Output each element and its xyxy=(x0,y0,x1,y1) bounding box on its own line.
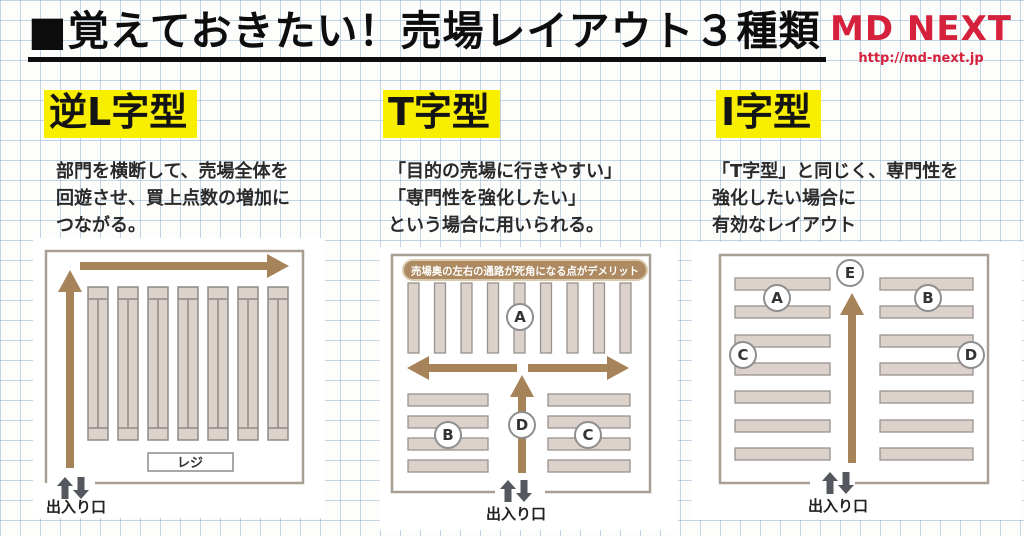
zone-label-a: A xyxy=(506,303,534,331)
flow-arrow-up-icon xyxy=(840,293,864,463)
diagram-i: E A B C D 出入り口 xyxy=(718,253,990,515)
desc-line: という場合に用いられる。 xyxy=(388,215,604,236)
demerit-banner-text: 売場奥の左右の通路が死角になる点がデメリット xyxy=(411,265,639,278)
diagram-reverse-l: レジ 出入り口 xyxy=(44,249,305,516)
svg-text:B: B xyxy=(442,426,453,444)
brand-url: http://md-next.jp xyxy=(858,51,984,66)
desc-line: 有効なレイアウト xyxy=(712,215,856,236)
desc-line: 「T字型」と同じく、専門性を xyxy=(712,161,959,182)
store-outline xyxy=(44,249,305,485)
demerit-banner xyxy=(402,259,648,281)
section-heading-i: I字型 xyxy=(716,90,822,138)
flow-arrow-right-icon xyxy=(528,356,629,380)
desc-line: つながる。 xyxy=(56,215,146,236)
flow-arrow-right-icon xyxy=(80,254,289,278)
zone-label-d: D xyxy=(957,341,985,369)
entrance-in-arrow-icon xyxy=(500,480,516,502)
section-desc-i: 「T字型」と同じく、専門性を 強化したい場合に 有効なレイアウト xyxy=(712,158,958,239)
section-heading-t: T字型 xyxy=(383,90,500,138)
desc-line: 回遊させ、買上点数の増加に xyxy=(56,188,290,209)
brand: MD NEXT http://md-next.jp xyxy=(830,12,1012,66)
section-heading-reverse-l: 逆L字型 xyxy=(44,90,198,138)
entrance-out-arrow-icon xyxy=(516,480,532,502)
page-title: ■覚えておきたい！売場レイアウト３種類 xyxy=(28,7,827,63)
diagram-i-panel: E A B C D 出入り口 xyxy=(692,242,1022,520)
zone-label-c: C xyxy=(729,341,757,369)
desc-line: 強化したい場合に xyxy=(712,188,856,209)
entrance-out-arrow-icon xyxy=(838,472,854,494)
entrance-label: 出入り口 xyxy=(486,505,546,523)
svg-text:A: A xyxy=(514,308,526,326)
flow-arrow-left-icon xyxy=(407,356,517,380)
diagram-t-panel: 売場奥の左右の通路が死角になる点がデメリット xyxy=(380,247,678,530)
shelf-bars-left xyxy=(734,277,831,461)
svg-text:C: C xyxy=(582,426,593,444)
zone-label-a: A xyxy=(763,284,791,312)
desc-line: 部門を横断して、売場全体を xyxy=(56,161,289,182)
brand-logo: MD NEXT xyxy=(830,9,1012,49)
svg-text:E: E xyxy=(845,264,855,282)
entrance-in-arrow-icon xyxy=(57,477,73,499)
entrance-in-arrow-icon xyxy=(822,472,838,494)
svg-text:C: C xyxy=(737,346,748,364)
entrance-out-arrow-icon xyxy=(73,477,89,499)
diagram-t: 売場奥の左右の通路が死角になる点がデメリット xyxy=(390,253,652,523)
desc-line: 「目的の売場に行きやすい」 xyxy=(388,161,622,182)
zone-label-d: D xyxy=(508,411,536,439)
zone-label-c: C xyxy=(574,421,602,449)
svg-text:D: D xyxy=(965,346,977,364)
zone-label-e: E xyxy=(836,259,864,287)
desc-line: 「専門性を強化したい」 xyxy=(388,188,586,209)
section-desc-t: 「目的の売場に行きやすい」 「専門性を強化したい」 という場合に用いられる。 xyxy=(388,158,622,239)
svg-text:B: B xyxy=(922,289,933,307)
entrance-label: 出入り口 xyxy=(46,498,106,516)
svg-text:A: A xyxy=(771,289,783,307)
shelf-bars-vertical xyxy=(87,286,289,441)
register-box xyxy=(147,452,234,472)
zone-label-b: B xyxy=(434,421,462,449)
flow-arrow-up-icon xyxy=(58,270,82,468)
svg-text:D: D xyxy=(516,416,528,434)
entrance-label: 出入り口 xyxy=(808,497,868,515)
shelf-bars-right xyxy=(879,277,974,461)
diagram-reverse-l-panel: レジ 出入り口 xyxy=(33,238,325,518)
register-label: レジ xyxy=(177,456,203,471)
section-desc-reverse-l: 部門を横断して、売場全体を 回遊させ、買上点数の増加に つながる。 xyxy=(56,158,290,239)
zone-label-b: B xyxy=(914,284,942,312)
